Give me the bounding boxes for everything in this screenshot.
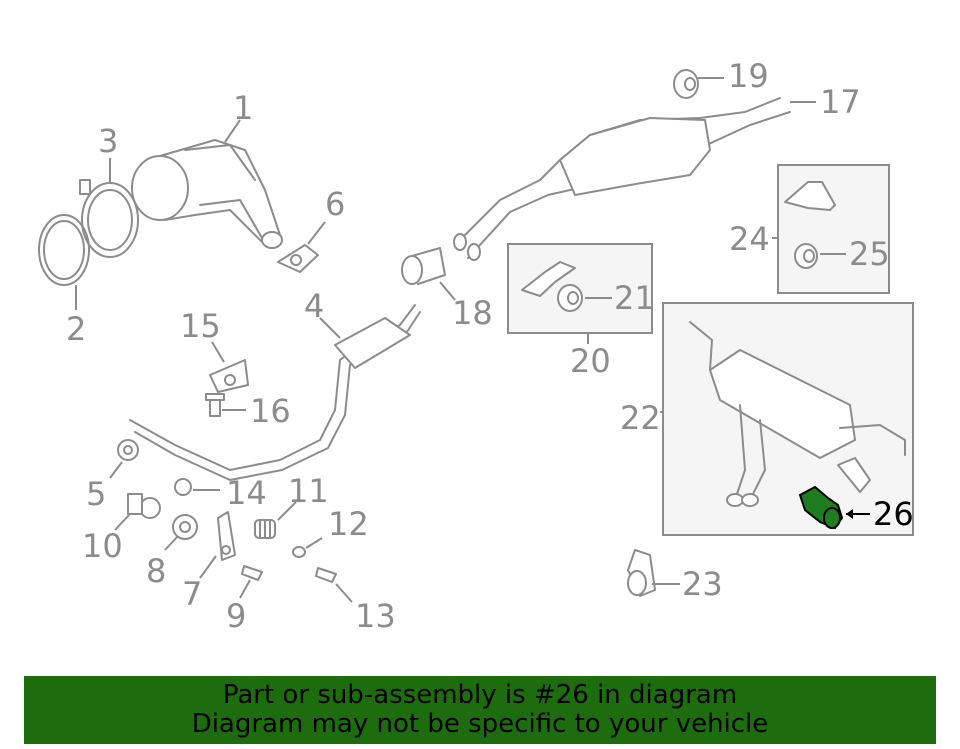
part-26-highlighted[interactable]	[798, 485, 870, 530]
callout-18: 18	[452, 294, 493, 332]
part-14-nut[interactable]	[174, 478, 220, 496]
callout-17: 17	[820, 83, 861, 121]
part-4-front-pipe[interactable]	[129, 304, 421, 481]
callout-14: 14	[226, 474, 267, 512]
callout-3: 3	[98, 122, 118, 160]
callout-11: 11	[288, 472, 329, 510]
part-12-washer[interactable]	[292, 537, 323, 558]
part-10-stud[interactable]	[114, 493, 161, 531]
callout-5: 5	[86, 475, 106, 513]
callout-19: 19	[728, 57, 769, 95]
callout-21: 21	[614, 279, 655, 317]
part-9-bolt[interactable]	[239, 565, 263, 599]
callout-6: 6	[325, 185, 345, 223]
part-17-center-muffler[interactable]	[453, 97, 816, 261]
part-20-hanger-set[interactable]	[507, 243, 653, 344]
part-16-bolt[interactable]	[205, 393, 246, 417]
part-6-gasket[interactable]	[277, 221, 326, 273]
callout-25: 25	[849, 235, 890, 273]
part-18-clamp[interactable]	[401, 247, 456, 301]
callout-9: 9	[226, 597, 246, 635]
callout-23: 23	[682, 565, 723, 603]
callout-26: 26	[873, 495, 914, 533]
part-8-bushing[interactable]	[164, 514, 198, 551]
part-15-bracket[interactable]	[209, 341, 249, 393]
part-22-rear-muffler[interactable]	[660, 302, 914, 536]
callout-15: 15	[180, 307, 221, 345]
callout-13: 13	[355, 597, 396, 635]
callout-10: 10	[82, 527, 123, 565]
part-7-hanger[interactable]	[199, 511, 236, 579]
banner-line-1: Part or sub-assembly is #26 in diagram	[222, 680, 738, 710]
callout-2: 2	[66, 310, 86, 348]
part-11-spring[interactable]	[254, 501, 297, 539]
part-24-bracket-set[interactable]	[772, 164, 890, 294]
part-3-flange-clamp[interactable]	[79, 158, 139, 258]
callout-7: 7	[182, 575, 202, 613]
callout-16: 16	[250, 392, 291, 430]
part-1-catalytic-converter[interactable]	[131, 119, 283, 249]
part-19-rubber-mount[interactable]	[673, 69, 724, 99]
callout-4: 4	[304, 287, 324, 325]
callout-12: 12	[328, 505, 369, 543]
callout-8: 8	[146, 552, 166, 590]
part-13-bolt[interactable]	[315, 567, 353, 603]
info-banner: Part or sub-assembly is #26 in diagram D…	[24, 676, 936, 744]
callout-24: 24	[729, 220, 770, 258]
part-5-nut[interactable]	[109, 439, 139, 479]
callout-20: 20	[570, 342, 611, 380]
part-2-gasket[interactable]	[38, 214, 90, 310]
banner-line-2: Diagram may not be specific to your vehi…	[191, 709, 769, 739]
part-23-tailpipe[interactable]	[627, 549, 680, 597]
callout-22: 22	[620, 399, 661, 437]
callout-1: 1	[233, 89, 253, 127]
